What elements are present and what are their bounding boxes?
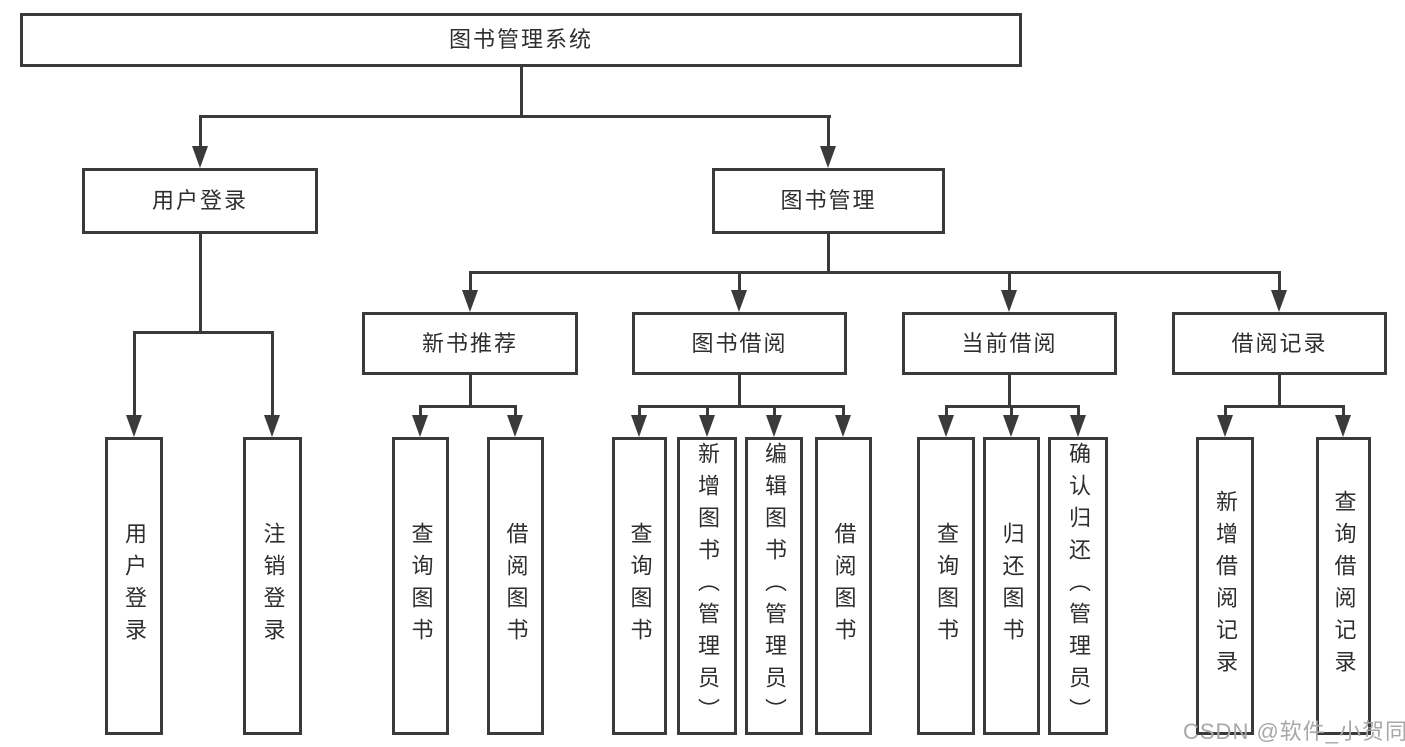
node-label: 新书推荐 [421, 330, 518, 356]
node-user-login: 用户登录 [82, 168, 318, 234]
node-root-library-system: 图书管理系统 [20, 13, 1022, 67]
connector-stem [198, 234, 202, 334]
node-label: 借阅记录 [1231, 330, 1328, 356]
arrow-down-icon [264, 415, 280, 437]
node-label: 用户登录 [151, 188, 248, 213]
leaf-query-books-borrow: 查询图书 [612, 437, 667, 735]
leaf-borrow-books: 借阅图书 [815, 437, 872, 735]
node-current-borrowing: 当前借阅 [902, 312, 1117, 375]
arrow-down-icon [631, 415, 647, 437]
arrow-down-icon [191, 146, 208, 168]
leaf-label: 注销登录 [260, 522, 286, 650]
connector-stem [738, 375, 741, 408]
leaf-confirm-return-admin: 确认归还（管理员） [1048, 437, 1108, 735]
leaf-label: 查询图书 [408, 522, 434, 650]
arrow-down-icon [731, 290, 747, 312]
leaf-add-books-admin: 新增图书（管理员） [677, 437, 737, 735]
connector-bar [132, 331, 274, 334]
connector-drop [132, 331, 136, 415]
node-book-management: 图书管理 [712, 168, 945, 234]
leaf-add-borrow-record: 新增借阅记录 [1196, 437, 1254, 735]
connector-drop [738, 271, 741, 290]
node-label: 当前借阅 [961, 330, 1058, 356]
leaf-label: 确认归还（管理员） [1066, 442, 1091, 730]
connector-stem [1008, 375, 1011, 408]
leaf-label: 新增借阅记录 [1213, 490, 1238, 682]
connector-drop [271, 331, 274, 415]
connector-drop [1223, 405, 1227, 416]
arrow-down-icon [820, 146, 836, 168]
node-new-book-recommend: 新书推荐 [362, 312, 578, 375]
leaf-return-books: 归还图书 [983, 437, 1040, 735]
connector-drop [514, 405, 517, 416]
connector-bar [198, 115, 831, 118]
arrow-down-icon [937, 415, 954, 437]
connector-drop [1076, 405, 1080, 416]
leaf-query-books-recommend: 查询图书 [392, 437, 449, 735]
leaf-label: 查询借阅记录 [1331, 490, 1357, 682]
node-label: 图书管理 [780, 188, 877, 213]
connector-drop [419, 405, 422, 416]
arrow-down-icon [461, 290, 478, 312]
connector-bar [1223, 405, 1345, 408]
arrow-down-icon [698, 415, 715, 437]
leaf-label: 编辑图书（管理员） [762, 442, 787, 730]
arrow-down-icon [1003, 415, 1019, 437]
arrow-down-icon [1216, 415, 1233, 437]
connector-drop [468, 271, 472, 290]
connector-stem [827, 234, 830, 274]
leaf-borrow-books-recommend: 借阅图书 [487, 437, 544, 735]
leaf-label: 查询图书 [934, 522, 959, 650]
connector-drop [705, 405, 709, 416]
arrow-down-icon [412, 415, 428, 437]
connector-drop [827, 115, 830, 148]
arrow-down-icon [765, 415, 782, 437]
leaf-query-borrow-record: 查询借阅记录 [1316, 437, 1371, 735]
connector-drop [198, 115, 202, 148]
connector-drop [842, 405, 845, 416]
leaf-label: 借阅图书 [503, 522, 529, 650]
connector-drop [1278, 271, 1281, 290]
leaf-logout: 注销登录 [243, 437, 302, 735]
connector-drop [638, 405, 641, 416]
arrow-down-icon [507, 415, 523, 437]
node-label: 图书管理系统 [448, 27, 593, 52]
connector-stem [519, 67, 523, 117]
leaf-label: 新增图书（管理员） [695, 442, 720, 730]
connector-bar [468, 271, 1281, 274]
node-borrowing-records: 借阅记录 [1172, 312, 1387, 375]
leaf-label: 用户登录 [122, 522, 147, 650]
arrow-down-icon [1069, 415, 1086, 437]
connector-drop [772, 405, 776, 416]
leaf-edit-books-admin: 编辑图书（管理员） [745, 437, 803, 735]
node-label: 图书借阅 [691, 330, 788, 356]
connector-bar [419, 405, 517, 408]
leaf-label: 查询图书 [627, 522, 653, 650]
arrow-down-icon [1001, 290, 1017, 312]
arrow-down-icon [1335, 415, 1351, 437]
leaf-label: 借阅图书 [831, 522, 857, 650]
connector-stem [1278, 375, 1281, 408]
connector-bar [638, 405, 845, 408]
node-book-borrowing: 图书借阅 [632, 312, 847, 375]
connector-drop [1010, 405, 1013, 416]
connector-stem [468, 375, 472, 408]
connector-drop [1008, 271, 1011, 290]
leaf-query-books-current: 查询图书 [917, 437, 975, 735]
connector-drop [944, 405, 948, 416]
leaf-user-login: 用户登录 [105, 437, 163, 735]
arrow-down-icon [1271, 290, 1287, 312]
connector-drop [1342, 405, 1345, 416]
csdn-watermark: CSDN @软件_小贺同学 [1183, 719, 1405, 744]
arrow-down-icon [125, 415, 142, 437]
arrow-down-icon [835, 415, 851, 437]
leaf-label: 归还图书 [999, 522, 1025, 650]
